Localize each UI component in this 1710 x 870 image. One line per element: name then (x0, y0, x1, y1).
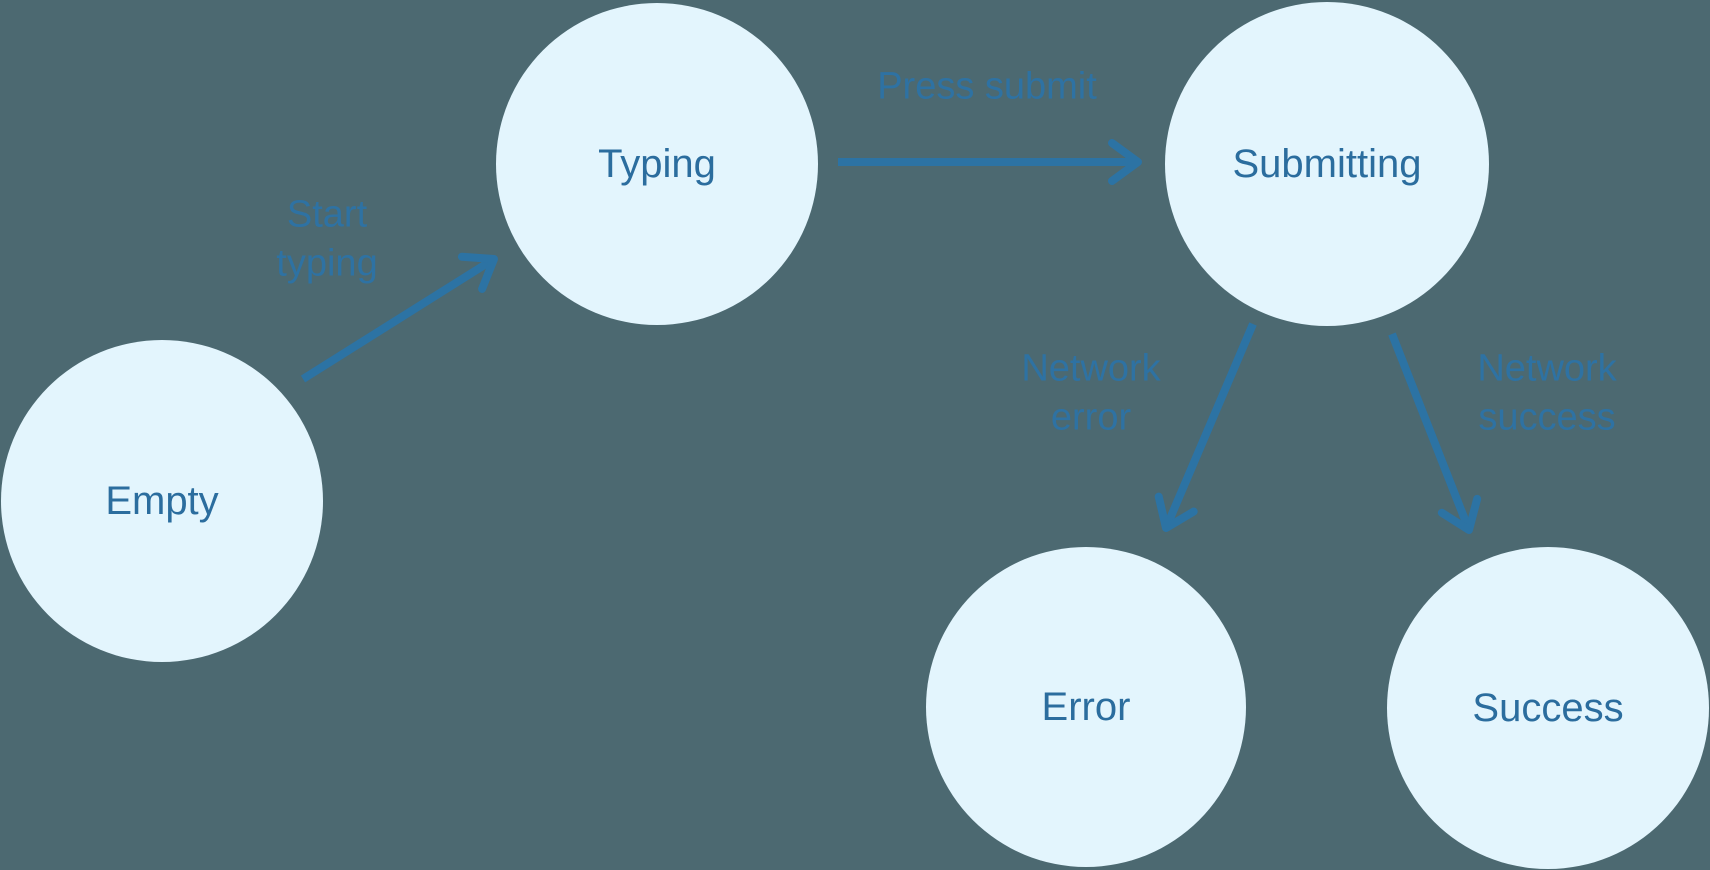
edge-label-start-typing: Start typing (276, 193, 378, 285)
edge-label-press-submit: Press submit (877, 65, 1097, 108)
edge-label-network-success: Network success (1477, 347, 1617, 439)
edge-label-network-error: Network error (1021, 347, 1161, 439)
node-success: Success (1387, 547, 1709, 869)
node-empty: Empty (1, 340, 323, 662)
edge-arrow-empty-typing (300, 252, 498, 383)
node-typing: Typing (496, 3, 818, 325)
node-label-empty: Empty (105, 479, 219, 523)
node-label-submitting: Submitting (1232, 142, 1422, 186)
node-label-typing: Typing (598, 142, 716, 186)
node-label-success: Success (1472, 686, 1624, 730)
edge-arrow-submitting-success (1388, 332, 1482, 534)
node-submitting: Submitting (1165, 2, 1489, 326)
edge-arrow-submitting-error (1154, 322, 1257, 532)
node-error: Error (926, 547, 1246, 867)
node-label-error: Error (1041, 685, 1131, 729)
